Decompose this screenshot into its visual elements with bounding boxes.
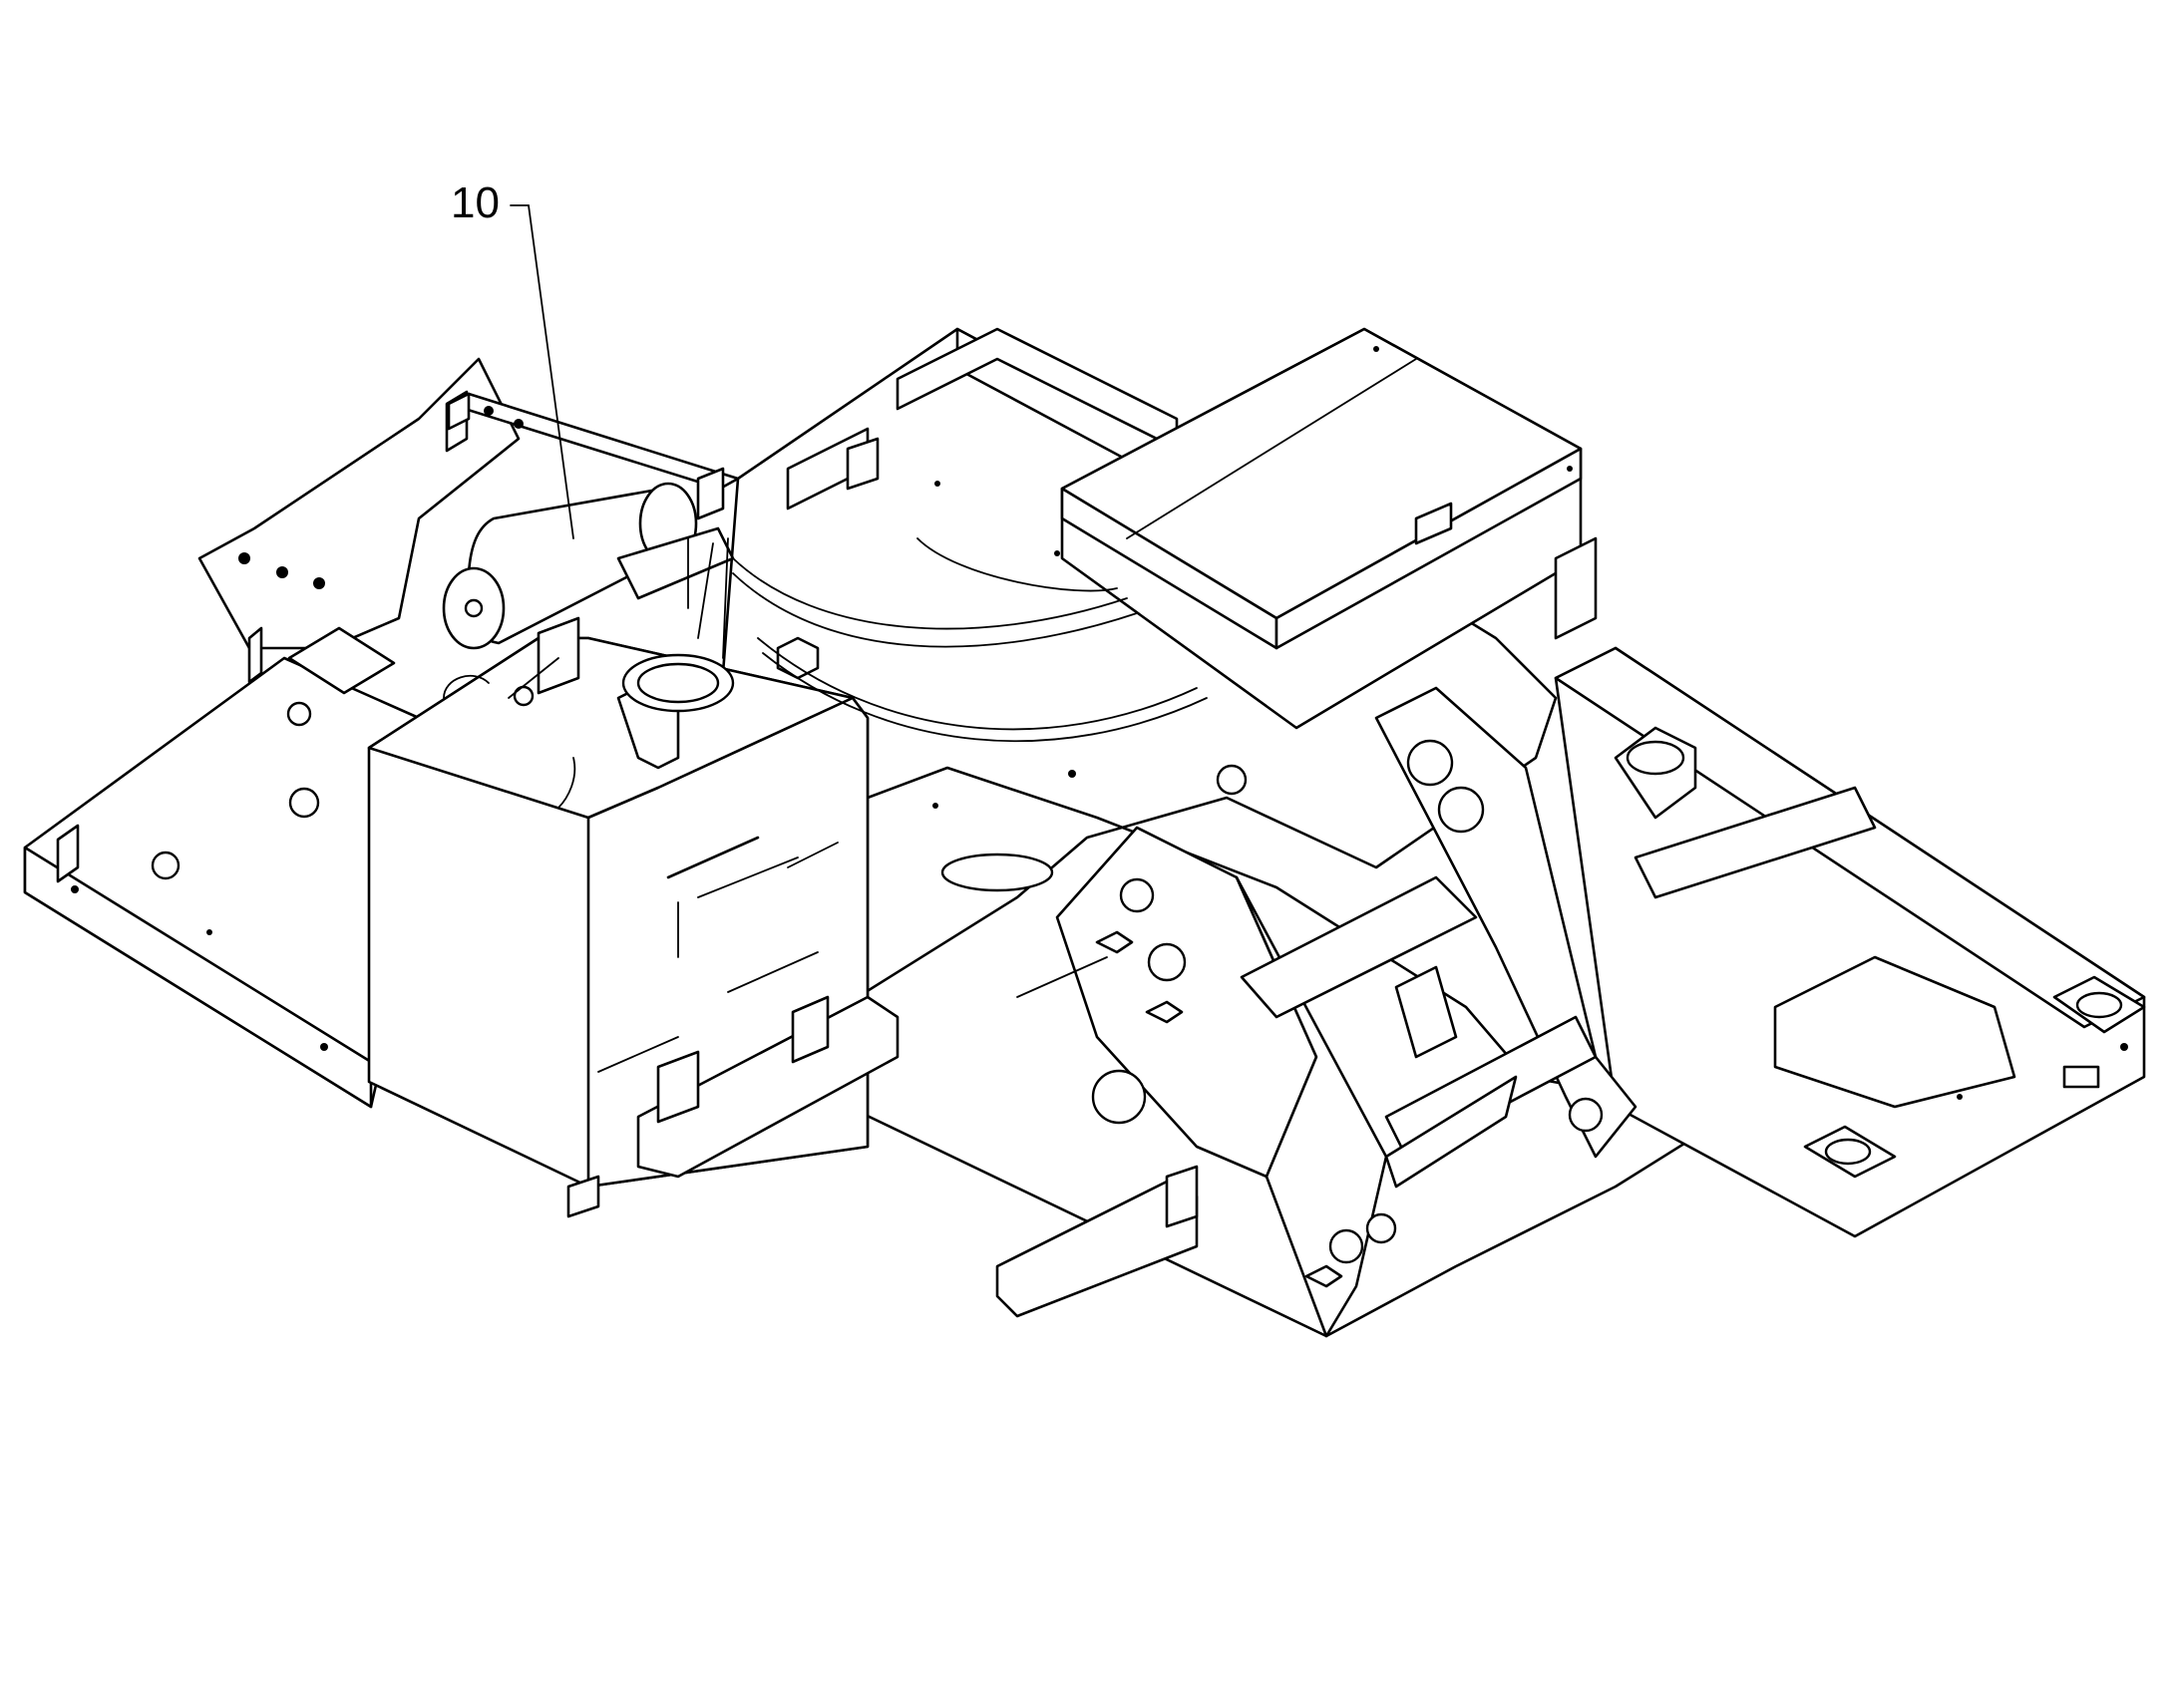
rear-cross-member xyxy=(197,357,521,695)
right-frame-rail xyxy=(1554,646,2146,1238)
callout-label: 10 xyxy=(451,178,500,227)
hoses xyxy=(732,537,1208,743)
battery-box xyxy=(1060,327,1598,730)
callout-10: 10 xyxy=(451,178,574,539)
boom-support-tower xyxy=(1016,686,1637,1338)
left-frame-rail xyxy=(23,656,421,1109)
hydraulic-tank xyxy=(367,636,870,1218)
counterweight-brackets xyxy=(636,995,1199,1318)
air-tank-assembly xyxy=(442,467,735,699)
